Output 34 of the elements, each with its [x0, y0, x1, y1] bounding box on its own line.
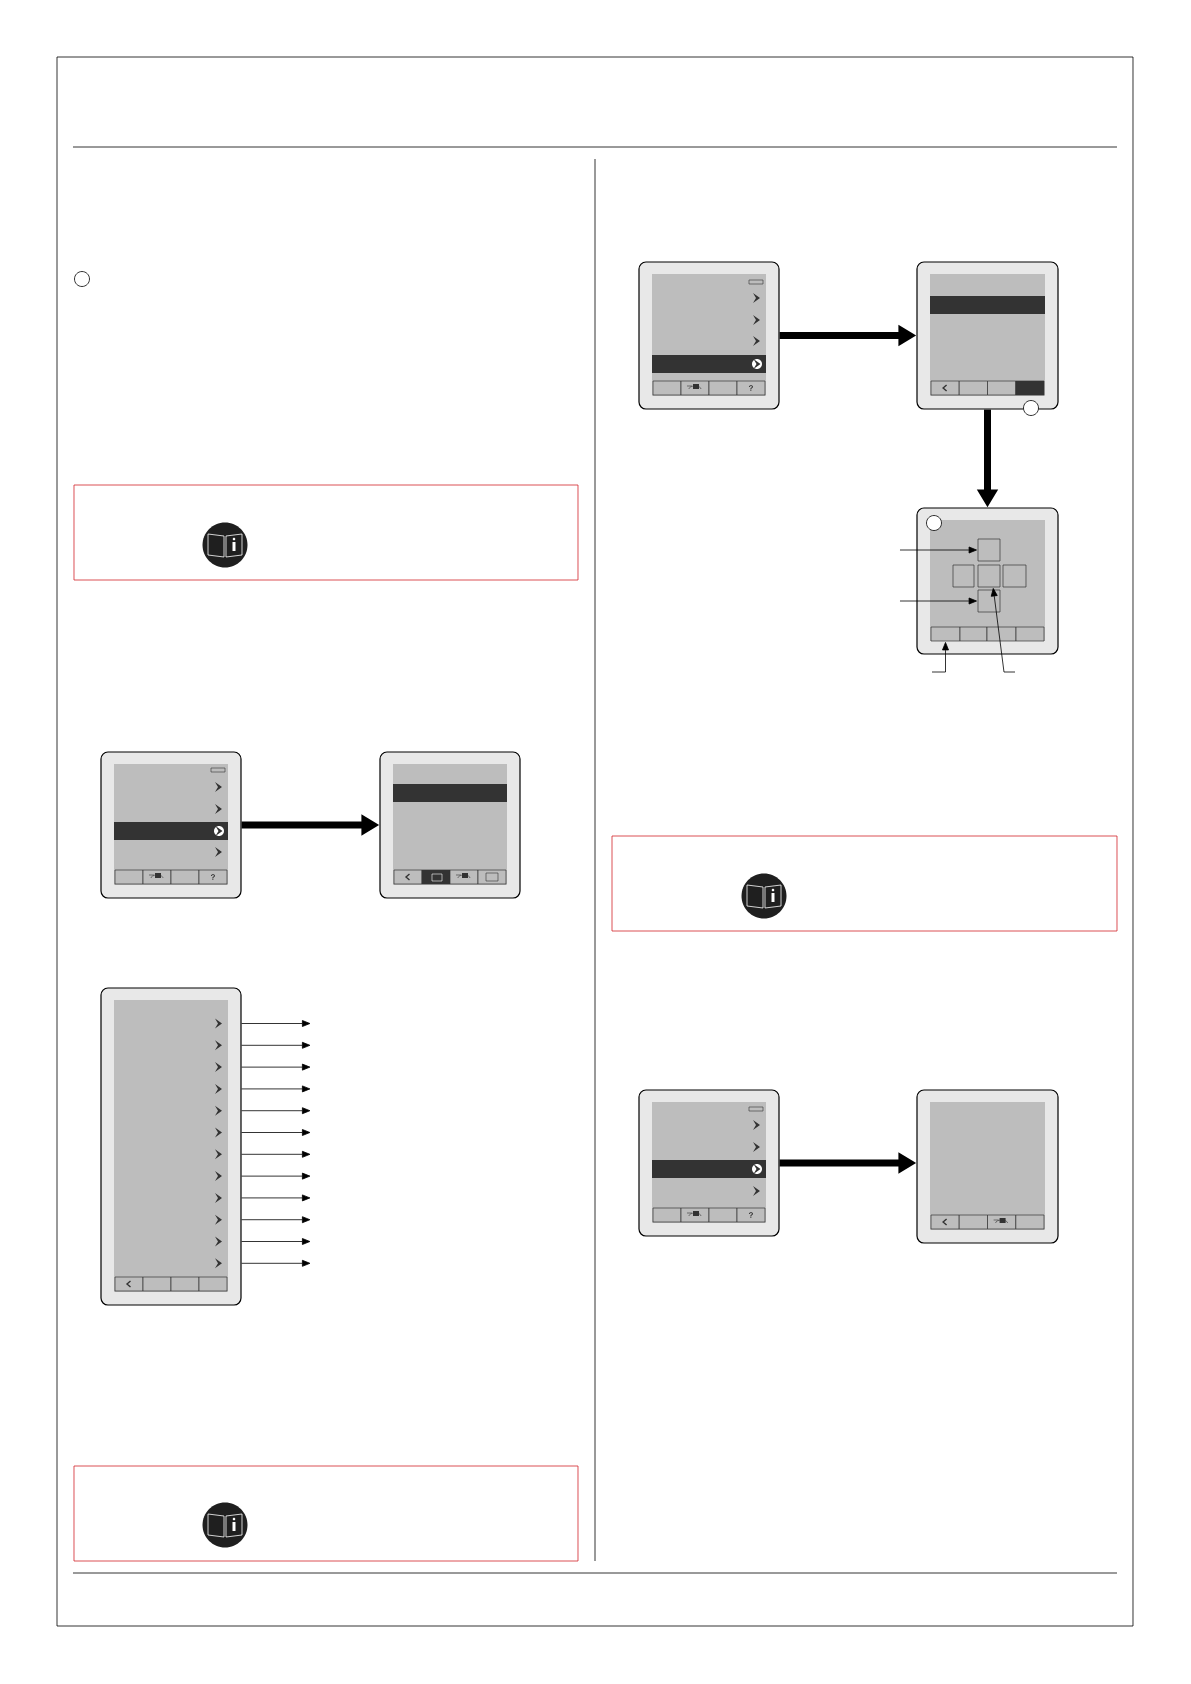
screen-drawing	[379, 751, 521, 899]
arrow	[241, 1085, 311, 1093]
question-mark: ?	[748, 1212, 753, 1218]
question-mark: ?	[748, 385, 753, 391]
leader-line	[899, 546, 977, 554]
key-box	[977, 564, 1001, 588]
arrow	[241, 1129, 311, 1136]
screen-drawing	[638, 261, 780, 410]
leader-line	[990, 588, 1016, 673]
button-cell	[1015, 626, 1045, 642]
arrow	[241, 1020, 311, 1027]
leader-line	[899, 597, 977, 605]
leader-line	[931, 642, 949, 673]
button-cell	[930, 626, 961, 642]
screen-drawing	[638, 1089, 780, 1237]
arrow	[241, 1063, 311, 1071]
arrow	[241, 1259, 311, 1267]
arrow	[241, 1107, 311, 1115]
arrow	[241, 1150, 311, 1158]
screen-drawing	[100, 751, 242, 899]
key-box	[952, 564, 975, 588]
key-box	[977, 538, 1001, 562]
arrow	[241, 1041, 311, 1049]
screen-drawing	[916, 261, 1059, 410]
screen-drawing	[916, 1089, 1059, 1244]
screen-drawing	[100, 987, 242, 1306]
arrow	[241, 1172, 311, 1180]
arrow	[241, 1216, 311, 1224]
question-mark: ?	[210, 874, 215, 880]
arrow	[241, 1194, 311, 1202]
button-cell	[986, 626, 1017, 642]
button-cell	[959, 626, 988, 642]
key-box	[1002, 564, 1027, 588]
arrow	[241, 1238, 311, 1245]
